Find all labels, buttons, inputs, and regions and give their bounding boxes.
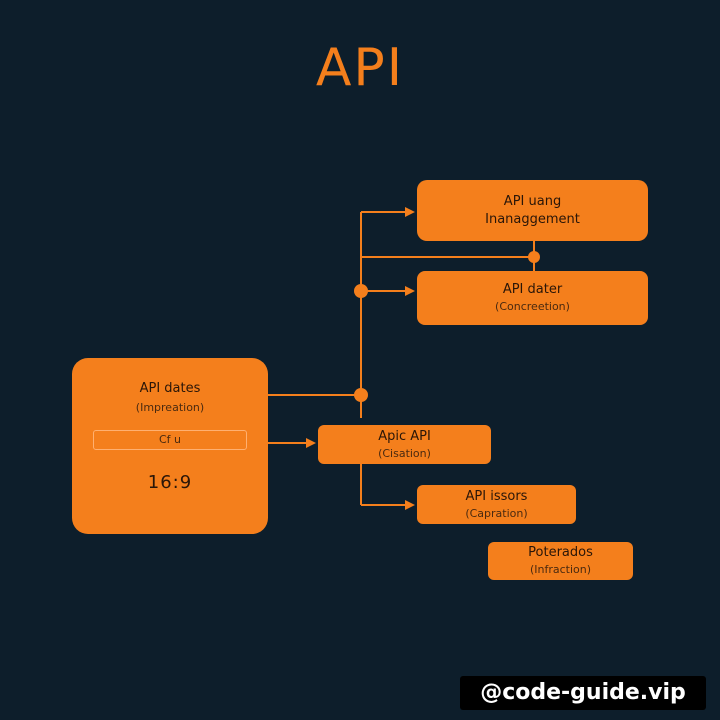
- node-api-management-label: API uang: [503, 193, 562, 209]
- diagram-title: API: [315, 38, 405, 98]
- node-api-dates-label: API dates: [139, 381, 201, 396]
- node-api-management-label-2: Inanaggement: [485, 211, 580, 227]
- junction-dot-management: [528, 251, 540, 263]
- node-poterados-label: Poterados: [528, 545, 593, 560]
- node-api-dates-ratio: 16:9: [147, 472, 193, 493]
- node-api-dater-label: API dater: [502, 282, 563, 297]
- node-apic-api-sublabel: (Cisation): [378, 446, 431, 460]
- node-api-issors[interactable]: API issors (Capration): [417, 485, 576, 524]
- node-api-issors-label: API issors: [465, 488, 528, 504]
- watermark-label: @code-guide.vip: [460, 676, 706, 710]
- node-poterados-sublabel: (Infraction): [529, 563, 592, 576]
- junction-dot-main: [354, 388, 368, 402]
- node-api-dates-sublabel: (Impreation): [135, 401, 205, 414]
- node-api-dater-sublabel: (Concreetion): [495, 300, 570, 313]
- node-apic-api[interactable]: Apic API (Cisation): [318, 425, 491, 464]
- node-api-dates[interactable]: API dates (Impreation) Cf u 16:9: [72, 358, 268, 534]
- node-poterados[interactable]: Poterados (Infraction): [488, 542, 633, 580]
- junction-dot-dater: [354, 284, 368, 298]
- node-apic-api-label: Apic API: [378, 428, 431, 444]
- node-api-dates-field: Cf u: [93, 430, 247, 450]
- node-api-issors-sublabel: (Capration): [465, 506, 528, 520]
- node-api-dater[interactable]: API dater (Concreetion): [417, 271, 648, 325]
- node-api-management[interactable]: API uang Inanaggement: [417, 180, 648, 241]
